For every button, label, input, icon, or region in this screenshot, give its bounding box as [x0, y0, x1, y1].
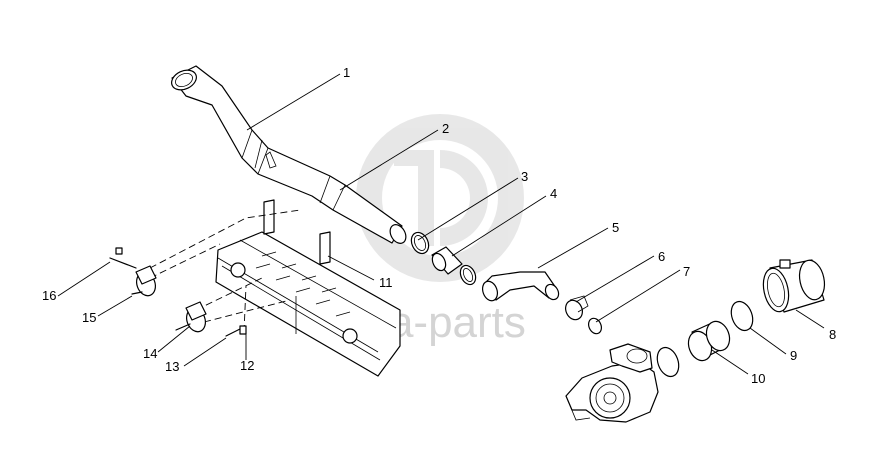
clamp-assembly-upper: [109, 247, 157, 297]
callout-7: 7: [683, 264, 690, 279]
clamp-assembly-lower: [175, 301, 247, 337]
callout-16: 16: [42, 288, 56, 303]
part-7-oring: [587, 317, 603, 335]
turbocharger: [565, 343, 659, 423]
callout-4: 4: [550, 186, 557, 201]
part-8-tube: [762, 259, 826, 313]
callout-12: 12: [240, 358, 254, 373]
part-9-oring: [730, 300, 754, 332]
callout-3: 3: [521, 169, 528, 184]
part-10-sleeve: [656, 320, 731, 378]
part-4-sleeve: [431, 246, 477, 286]
callout-11: 11: [379, 275, 393, 290]
leader-lines: [57, 73, 825, 375]
callout-8: 8: [829, 327, 836, 342]
callout-6: 6: [658, 249, 665, 264]
part-5-elbow-hose: [481, 271, 560, 302]
callout-15: 15: [82, 310, 96, 325]
callout-labels: 1 2 3 4 5 6 7 8 9 10 11 12 13 14 15 16: [42, 65, 836, 386]
part-6-clamp: [565, 295, 589, 321]
part-1-pipe: [171, 65, 407, 244]
callout-5: 5: [612, 220, 619, 235]
callout-14: 14: [143, 346, 157, 361]
callout-1: 1: [343, 65, 350, 80]
callout-2: 2: [442, 121, 449, 136]
callout-13: 13: [165, 359, 179, 374]
heat-shield-plate: [149, 199, 401, 377]
callout-10: 10: [751, 371, 765, 386]
part-3-ring: [410, 231, 430, 255]
callout-9: 9: [790, 348, 797, 363]
